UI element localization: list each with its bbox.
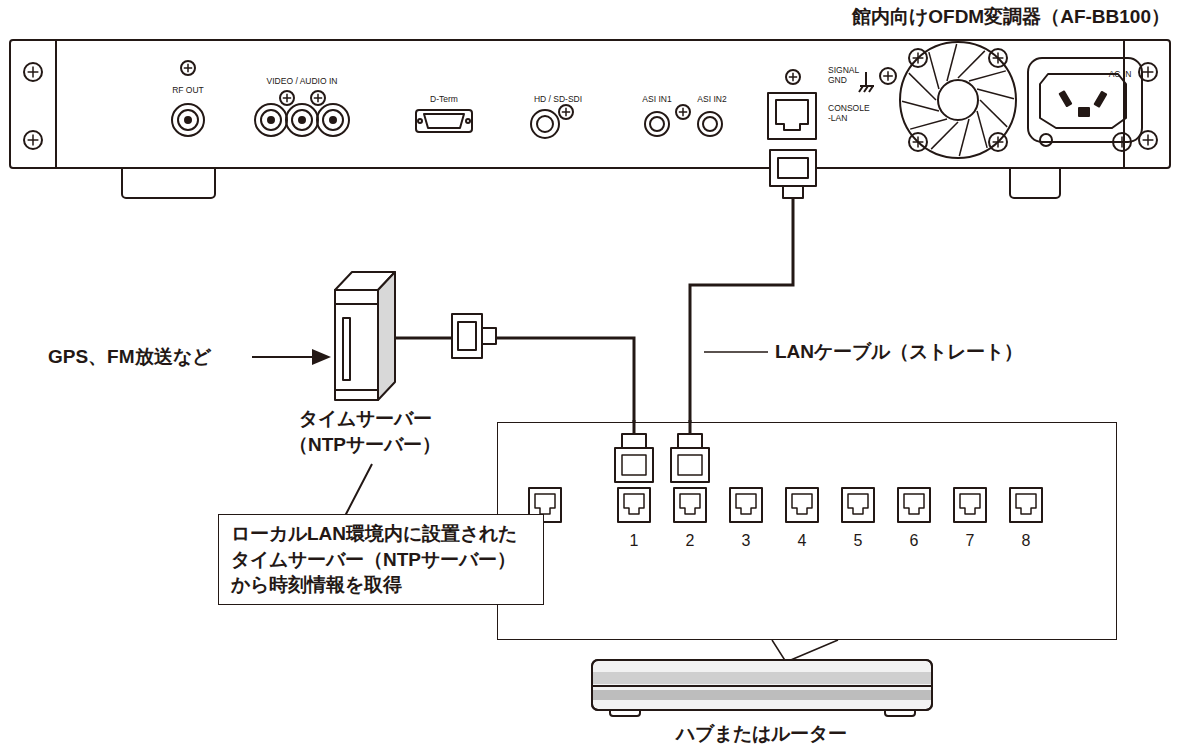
screw-mark — [314, 94, 322, 102]
screw-mark — [1143, 135, 1154, 146]
lan-port — [730, 488, 762, 522]
port-number: 4 — [798, 532, 807, 550]
plug — [622, 434, 646, 448]
lan-port — [954, 488, 986, 522]
fan-blade — [969, 71, 1006, 81]
node-label: 館内向けOFDM変調器（AF-BB100） — [852, 4, 1170, 30]
lan-port — [618, 488, 650, 522]
leader-line — [704, 351, 768, 353]
time-server: タイムサーバー （NTPサーバー） — [335, 272, 395, 400]
plug-inner — [622, 455, 646, 475]
lan-port-inner — [680, 494, 700, 514]
modulator-device: 館内向けOFDM変調器（AF-BB100） — [10, 40, 1170, 168]
fan-blade — [947, 44, 957, 81]
screw-mark — [789, 73, 797, 81]
plug — [678, 434, 702, 448]
fan-blade — [929, 52, 939, 89]
fan-blade — [980, 100, 1007, 127]
fan-blade — [959, 119, 969, 156]
plug — [615, 448, 653, 482]
port-number: 1 — [630, 532, 639, 550]
connector-label: ASI IN2 — [697, 95, 726, 105]
fan-blade — [909, 73, 936, 100]
callout-pointer — [292, 464, 372, 516]
port-number: 6 — [910, 532, 919, 550]
screw-mark — [1143, 67, 1154, 78]
screw-mark — [28, 135, 39, 146]
port-number: 5 — [854, 532, 863, 550]
hub-panel: ハブまたはルーター — [497, 422, 1117, 640]
screw-mark — [562, 108, 570, 116]
lan-port — [842, 488, 874, 522]
screw-mark — [913, 53, 924, 64]
port-number: 3 — [742, 532, 751, 550]
lan-port — [786, 488, 818, 522]
lan-port — [674, 488, 706, 522]
lan-port — [1010, 488, 1042, 522]
hub-ports — [529, 420, 1042, 522]
port-number: 8 — [1022, 532, 1031, 550]
fan-blade — [977, 89, 1014, 99]
lan-port-inner — [792, 494, 812, 514]
lan-port-inner — [736, 494, 756, 514]
connector-label: AC IN — [1109, 70, 1132, 80]
callout-pointer — [772, 640, 838, 662]
lan-port-inner — [848, 494, 868, 514]
lan-port — [898, 488, 930, 522]
connector-label: CONSOLE -LAN — [828, 104, 870, 124]
node-label: ローカルLAN環境内に設置された タイムサーバー（NTPサーバー） から時刻情報… — [231, 521, 531, 598]
fan-blade — [958, 51, 985, 78]
screw-mark — [883, 71, 893, 81]
port-number: 7 — [966, 532, 975, 550]
plug-inner — [678, 455, 702, 475]
input-arrow — [252, 356, 314, 358]
screw-mark — [283, 94, 291, 102]
cable-label: LANケーブル（ストレート） — [775, 339, 1023, 365]
note-callout: ローカルLAN環境内に設置された タイムサーバー（NTPサーバー） から時刻情報… — [218, 514, 544, 605]
lan-port-inner — [535, 494, 555, 514]
screw-mark — [184, 64, 192, 72]
screw-mark — [913, 137, 924, 148]
lan-port-inner — [960, 494, 980, 514]
port-number: 2 — [686, 532, 695, 550]
lan-port-inner — [624, 494, 644, 514]
fan-blade — [902, 101, 939, 111]
screw-mark — [993, 137, 1004, 148]
server-tower — [335, 272, 496, 400]
hub-device — [592, 660, 932, 716]
connector-label: VIDEO / AUDIO IN — [267, 77, 338, 87]
connector-label: ASI IN1 — [642, 95, 671, 105]
screw-mark — [28, 67, 39, 78]
lan-port-inner — [904, 494, 924, 514]
screw-mark — [679, 108, 687, 116]
connector-label: HD / SD-SDI — [534, 95, 582, 105]
fan-blade — [931, 122, 958, 149]
fan-blade — [910, 119, 947, 129]
fan-blade — [977, 111, 987, 148]
arrow-head — [312, 349, 331, 365]
node-label: ハブまたはルーター — [676, 721, 847, 747]
connector-label: RF OUT — [172, 86, 204, 96]
connector-label: SIGNAL GND — [828, 66, 859, 86]
screw-mark — [1117, 137, 1128, 148]
node-label: タイムサーバー （NTPサーバー） — [289, 406, 441, 457]
lan-cable — [690, 168, 793, 422]
lan-port-inner — [1016, 494, 1036, 514]
input-label: GPS、FM放送など — [48, 344, 211, 370]
connector-label: D-Term — [430, 95, 458, 105]
modulator-panel — [10, 40, 1170, 198]
screw-mark — [993, 53, 1004, 64]
plug — [671, 448, 709, 482]
